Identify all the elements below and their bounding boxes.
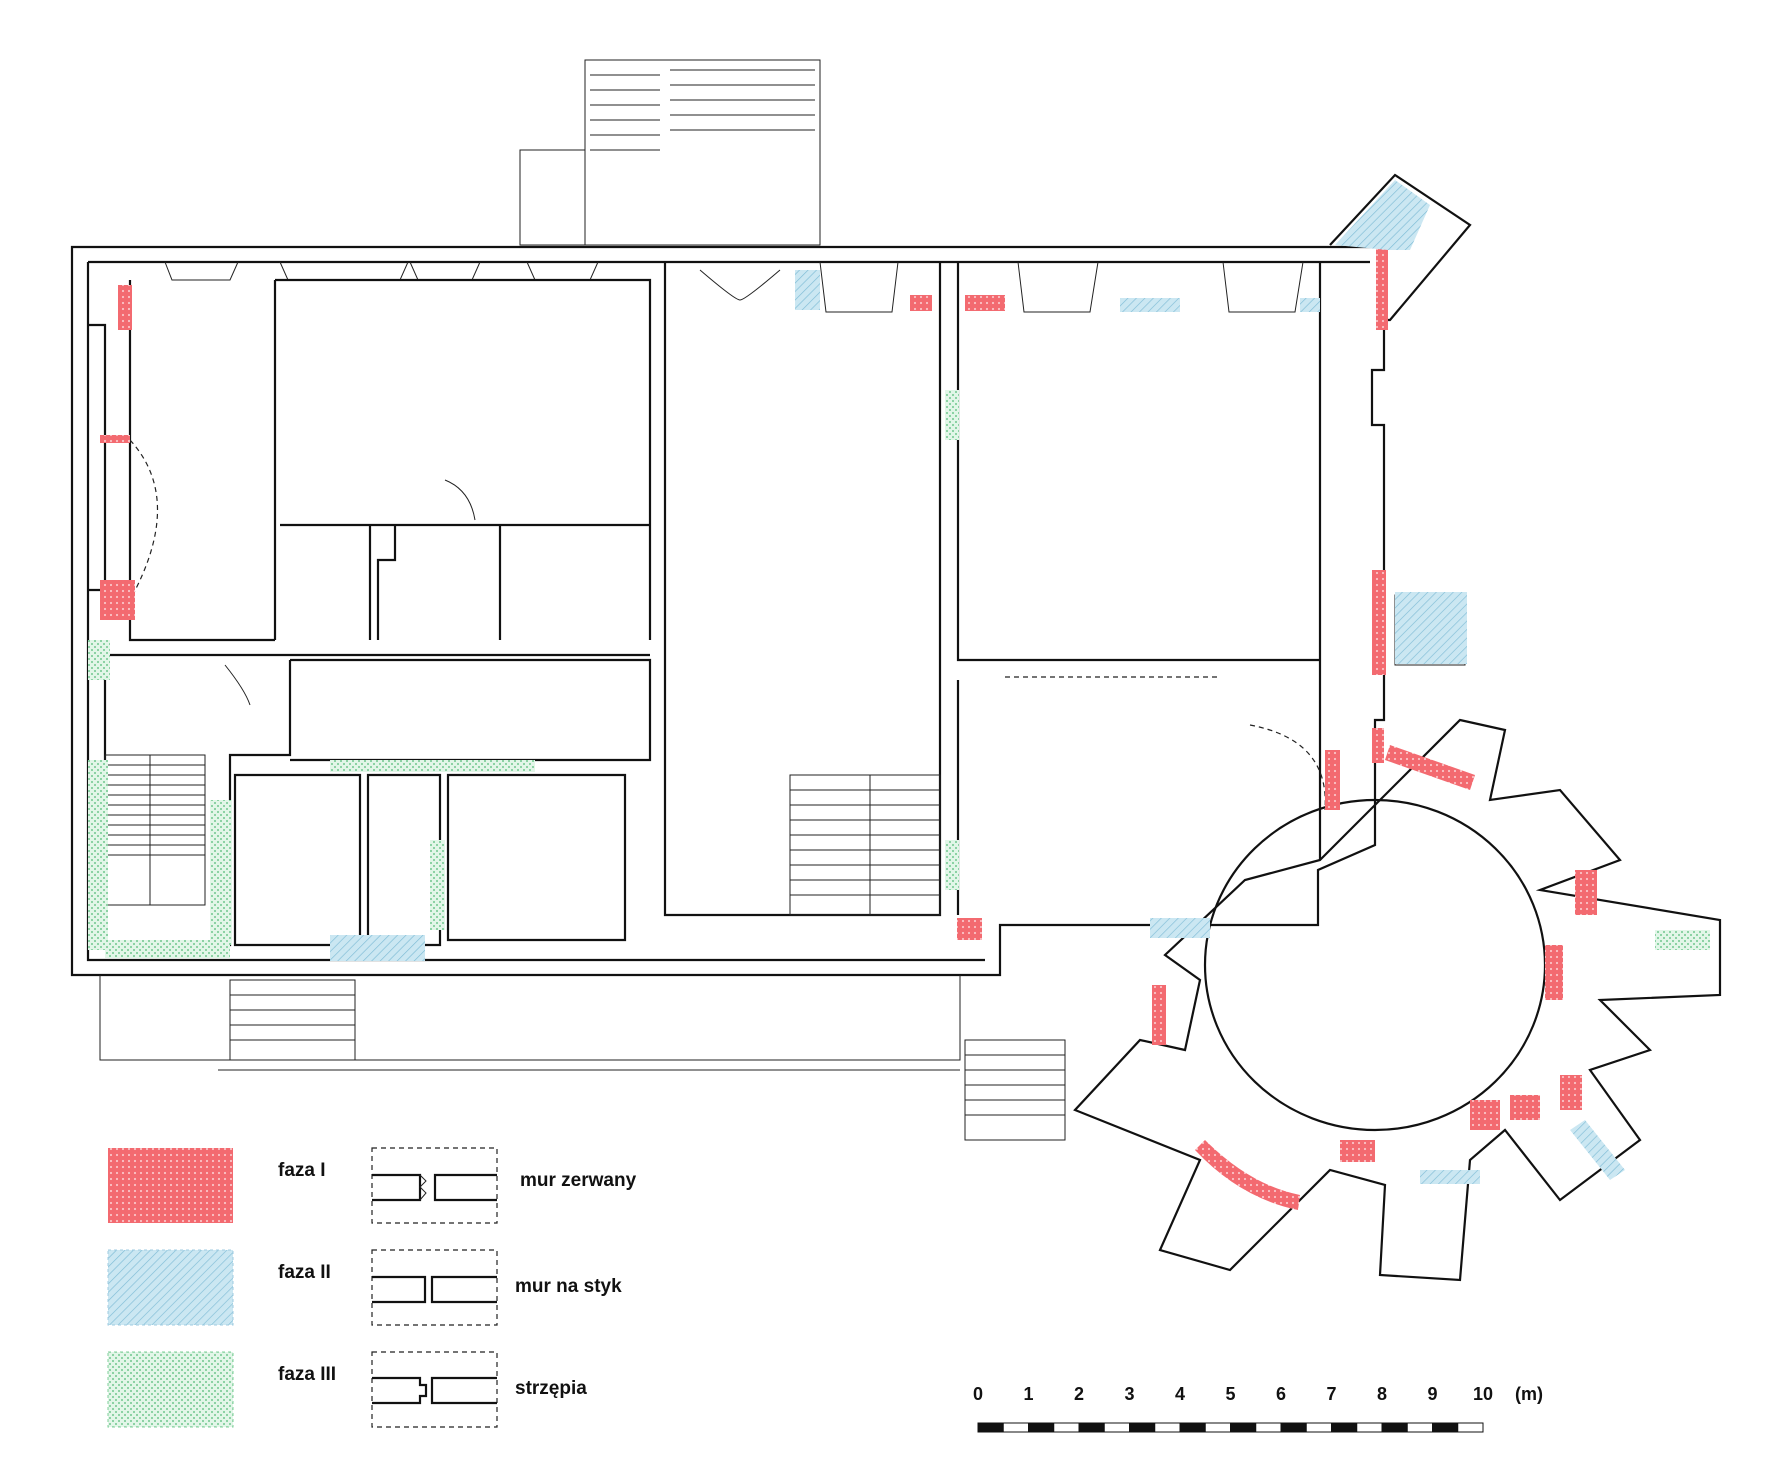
scale-tick-label: 1 <box>1023 1384 1033 1404</box>
phase-i-label: faza I <box>278 1160 326 1181</box>
scale-bar-segment <box>1305 1422 1332 1433</box>
scale-bar-segment <box>1078 1422 1105 1433</box>
wall-toothing-symbol <box>371 1351 498 1428</box>
wall-torn-symbol <box>371 1147 498 1224</box>
scale-bar-segment <box>1331 1422 1358 1433</box>
scale-bar-segment <box>1053 1422 1080 1433</box>
scale-bar-segment <box>1002 1422 1029 1433</box>
phase-ii-areas <box>330 180 1625 1184</box>
scale-bar-segment <box>1103 1422 1130 1433</box>
phase-ii-swatch <box>107 1249 234 1326</box>
phase-iii-areas <box>88 390 1710 958</box>
scale-tick-label: 10 <box>1473 1384 1493 1404</box>
scale-bar-segment <box>1129 1422 1156 1433</box>
scale-tick-label: 3 <box>1124 1384 1134 1404</box>
scale-tick-label: 8 <box>1377 1384 1387 1404</box>
phase-i-swatch <box>108 1148 233 1223</box>
scale-bar-segments <box>977 1422 1484 1433</box>
scale-bar-segment <box>977 1422 1004 1433</box>
scale-tick-label: 7 <box>1326 1384 1336 1404</box>
wall-torn-label: mur zerwany <box>520 1170 637 1191</box>
wall-butt-joint-label: mur na styk <box>515 1276 622 1297</box>
legend: faza I faza II faza III mur zerwany mur … <box>107 1147 637 1428</box>
phase-iii-swatch <box>107 1351 234 1428</box>
phase-i-areas <box>100 240 1597 1210</box>
scale-bar-segment <box>1280 1422 1307 1433</box>
building-outline <box>70 245 1386 977</box>
scale-unit-label: (m) <box>1515 1384 1543 1404</box>
scale-bar-segment <box>1204 1422 1231 1433</box>
north-stairs <box>519 59 821 246</box>
scale-bar-segment <box>1230 1422 1257 1433</box>
phase-ii-label: faza II <box>278 1262 331 1283</box>
scale-bar-segment <box>1406 1422 1433 1433</box>
scale-bar-segment <box>1028 1422 1055 1433</box>
wall-toothing-label: strzępia <box>515 1378 587 1399</box>
scale-bar-segment <box>1432 1422 1459 1433</box>
scale-tick-label: 0 <box>973 1384 983 1404</box>
scale-tick-label: 2 <box>1074 1384 1084 1404</box>
scale-tick-label: 9 <box>1427 1384 1437 1404</box>
star-tower <box>1073 718 1722 1282</box>
scale-bar-ticks: 0 1 2 3 4 5 6 7 8 9 10 <box>973 1384 1493 1404</box>
scale-bar: 0 1 2 3 4 5 6 7 8 9 10 (m) <box>973 1384 1543 1433</box>
scale-tick-label: 5 <box>1225 1384 1235 1404</box>
phase-iii-label: faza III <box>278 1364 336 1385</box>
scale-tick-label: 6 <box>1276 1384 1286 1404</box>
scale-bar-segment <box>1179 1422 1206 1433</box>
scale-bar-segment <box>1457 1422 1484 1433</box>
wall-butt-joint-symbol <box>371 1249 498 1326</box>
scale-bar-segment <box>1356 1422 1383 1433</box>
interior-walls <box>88 262 1326 947</box>
south-terrace <box>99 975 1066 1141</box>
scale-tick-label: 4 <box>1175 1384 1185 1404</box>
scale-bar-segment <box>1381 1422 1408 1433</box>
scale-bar-segment <box>1154 1422 1181 1433</box>
scale-bar-segment <box>1255 1422 1282 1433</box>
